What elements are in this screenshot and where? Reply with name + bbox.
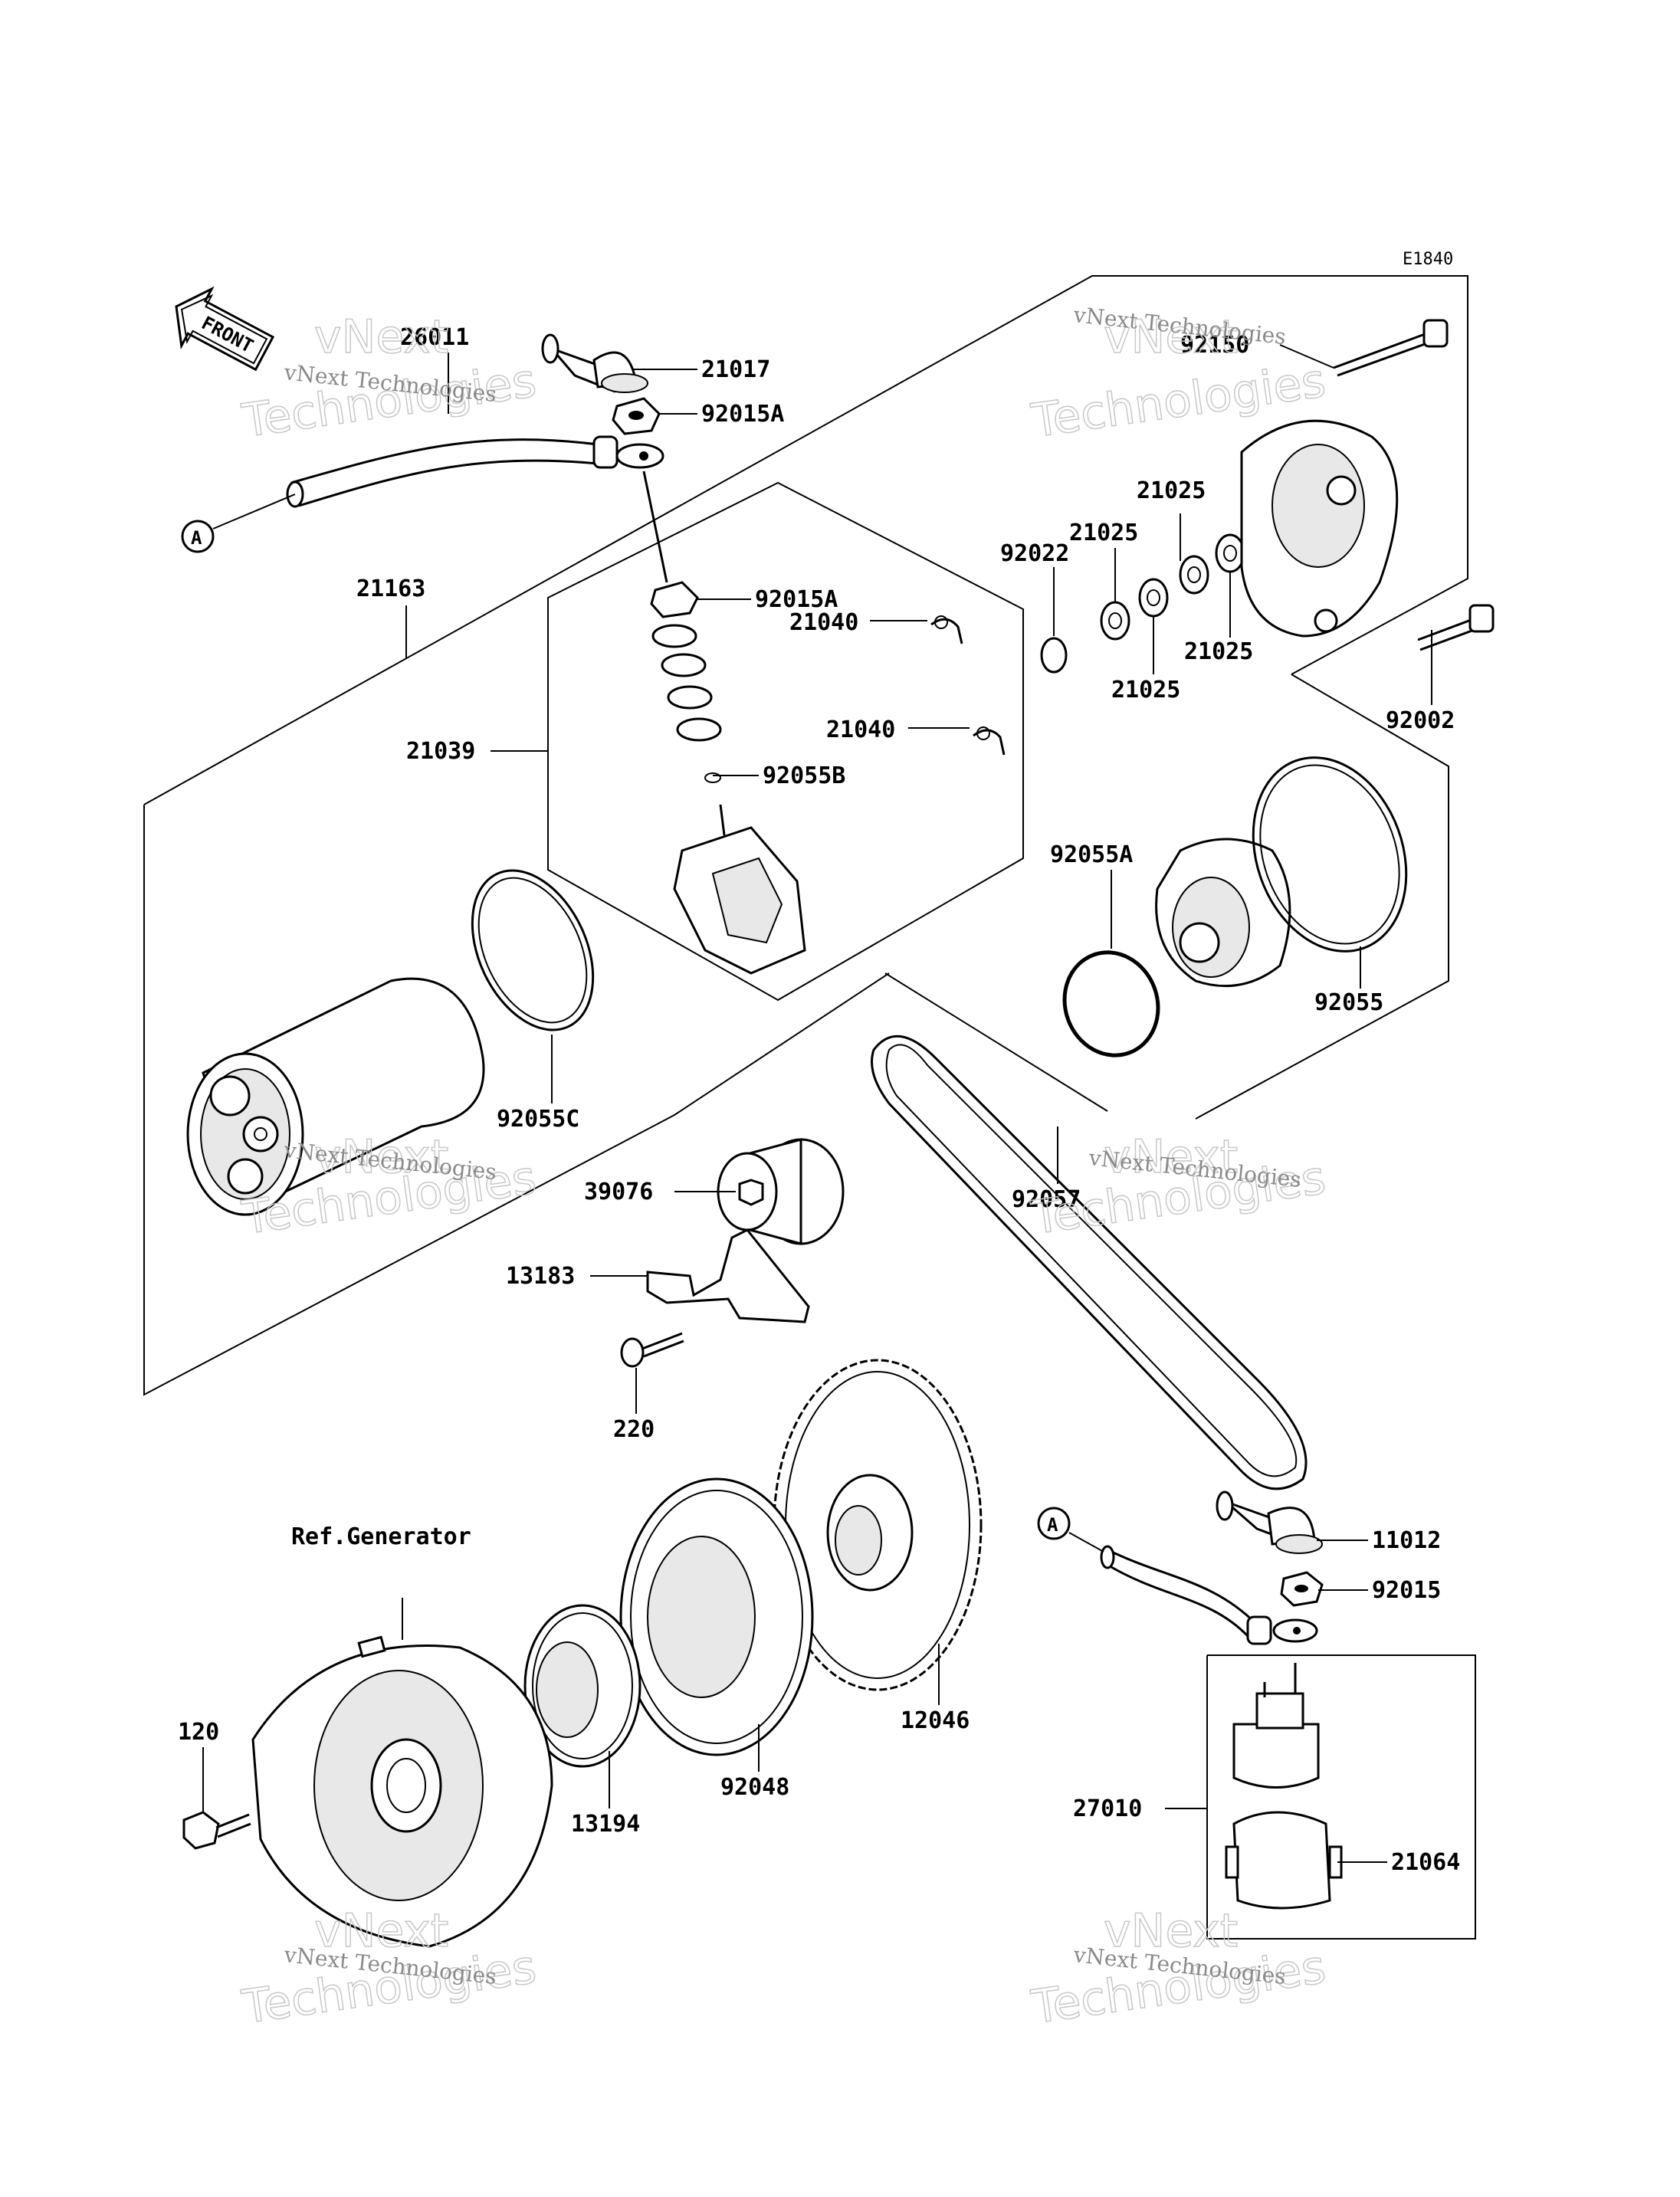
label-92048: 92048 bbox=[720, 1774, 789, 1801]
wm-big-top-5: vNext bbox=[314, 1904, 448, 1958]
through-bolt-92150 bbox=[1333, 319, 1449, 377]
label-13194: 13194 bbox=[571, 1811, 640, 1838]
label-11012: 11012 bbox=[1372, 1527, 1441, 1554]
starter-chain bbox=[871, 1035, 1308, 1490]
label-92150: 92150 bbox=[1180, 332, 1249, 359]
motor-housing bbox=[186, 977, 485, 1216]
label-92055a: 92055A bbox=[1050, 841, 1133, 868]
assembly-outline bbox=[143, 275, 1468, 1396]
label-120: 120 bbox=[178, 1719, 219, 1746]
wm-big-top-2: vNext bbox=[1104, 310, 1238, 364]
label-220: 220 bbox=[613, 1416, 655, 1443]
label-21040-bottom: 21040 bbox=[826, 716, 895, 743]
reduction-housing bbox=[1155, 756, 1408, 988]
brush-clip-1 bbox=[930, 615, 963, 644]
label-21039: 21039 bbox=[406, 738, 475, 765]
leader-lines bbox=[202, 344, 1432, 1863]
label-39076: 39076 bbox=[584, 1179, 653, 1205]
label-21064: 21064 bbox=[1391, 1849, 1460, 1876]
label-92015a-mid: 92015A bbox=[755, 586, 838, 613]
battery-cable bbox=[286, 435, 668, 583]
ref-generator-label: Ref.Generator bbox=[291, 1523, 471, 1550]
relay-boot bbox=[1225, 1811, 1343, 1910]
wm-big-top-1: vNext bbox=[314, 310, 448, 364]
ref-marker-a-right-label: A bbox=[1047, 1514, 1058, 1536]
wm-big-top-6: vNext bbox=[1104, 1904, 1238, 1958]
label-21025-b: 21025 bbox=[1069, 520, 1138, 546]
label-26011: 26011 bbox=[400, 324, 469, 351]
end-cover bbox=[1240, 419, 1399, 638]
o-ring-92055a bbox=[1062, 950, 1160, 1058]
relay-cap bbox=[1216, 1490, 1323, 1554]
terminal-nut-stack bbox=[650, 581, 722, 783]
starter-pinion bbox=[717, 1138, 845, 1245]
label-21017: 21017 bbox=[701, 356, 770, 383]
label-92015: 92015 bbox=[1372, 1577, 1441, 1604]
shim-washers bbox=[1040, 533, 1245, 674]
label-92057: 92057 bbox=[1012, 1186, 1081, 1213]
ref-marker-a-left-label: A bbox=[191, 527, 202, 549]
brush-clip-2 bbox=[973, 726, 1006, 756]
label-21025-d: 21025 bbox=[1111, 677, 1180, 703]
label-12046: 12046 bbox=[901, 1707, 970, 1734]
one-way-clutch-housing bbox=[619, 1477, 814, 1756]
relay-nut bbox=[1280, 1571, 1324, 1607]
label-27010: 27010 bbox=[1073, 1795, 1142, 1822]
one-way-clutch bbox=[523, 1604, 641, 1768]
label-92002: 92002 bbox=[1386, 707, 1455, 734]
relay-outline bbox=[1206, 1654, 1476, 1940]
starter-relay bbox=[1232, 1663, 1320, 1789]
label-92015a-top: 92015A bbox=[701, 401, 784, 428]
label-21040-top: 21040 bbox=[789, 609, 858, 636]
label-13183: 13183 bbox=[506, 1263, 575, 1290]
generator-rotor bbox=[251, 1635, 553, 1948]
ref-marker-a-left: A bbox=[181, 494, 296, 553]
pinion-bracket bbox=[646, 1228, 810, 1323]
label-92022: 92022 bbox=[1000, 540, 1069, 567]
label-21163: 21163 bbox=[356, 575, 425, 602]
mount-bolt-92002 bbox=[1417, 604, 1495, 651]
wm-big-top-4: vNext bbox=[1104, 1130, 1238, 1184]
diagram-code: E1840 bbox=[1403, 250, 1453, 269]
terminal-cap bbox=[541, 333, 648, 393]
label-92055b: 92055B bbox=[763, 762, 845, 789]
wm-big-top-3: vNext bbox=[314, 1130, 448, 1184]
terminal-nut-top bbox=[612, 397, 661, 435]
starter-sprocket bbox=[773, 1359, 983, 1691]
label-21025-a: 21025 bbox=[1137, 477, 1206, 504]
label-92055c: 92055C bbox=[497, 1106, 579, 1133]
o-ring-92055c bbox=[471, 869, 595, 1031]
brush-holder-plate bbox=[673, 804, 806, 975]
ref-marker-a-right: A bbox=[1037, 1507, 1104, 1553]
o-ring-92055c-inner bbox=[477, 877, 588, 1024]
bolt-120 bbox=[182, 1811, 251, 1850]
label-92055: 92055 bbox=[1314, 989, 1383, 1016]
screw-220 bbox=[620, 1332, 684, 1368]
relay-cable bbox=[1100, 1545, 1318, 1645]
brush-holder-outline bbox=[547, 481, 1024, 1002]
front-arrow-icon: FRONT bbox=[175, 286, 275, 372]
label-21025-c: 21025 bbox=[1184, 638, 1253, 665]
